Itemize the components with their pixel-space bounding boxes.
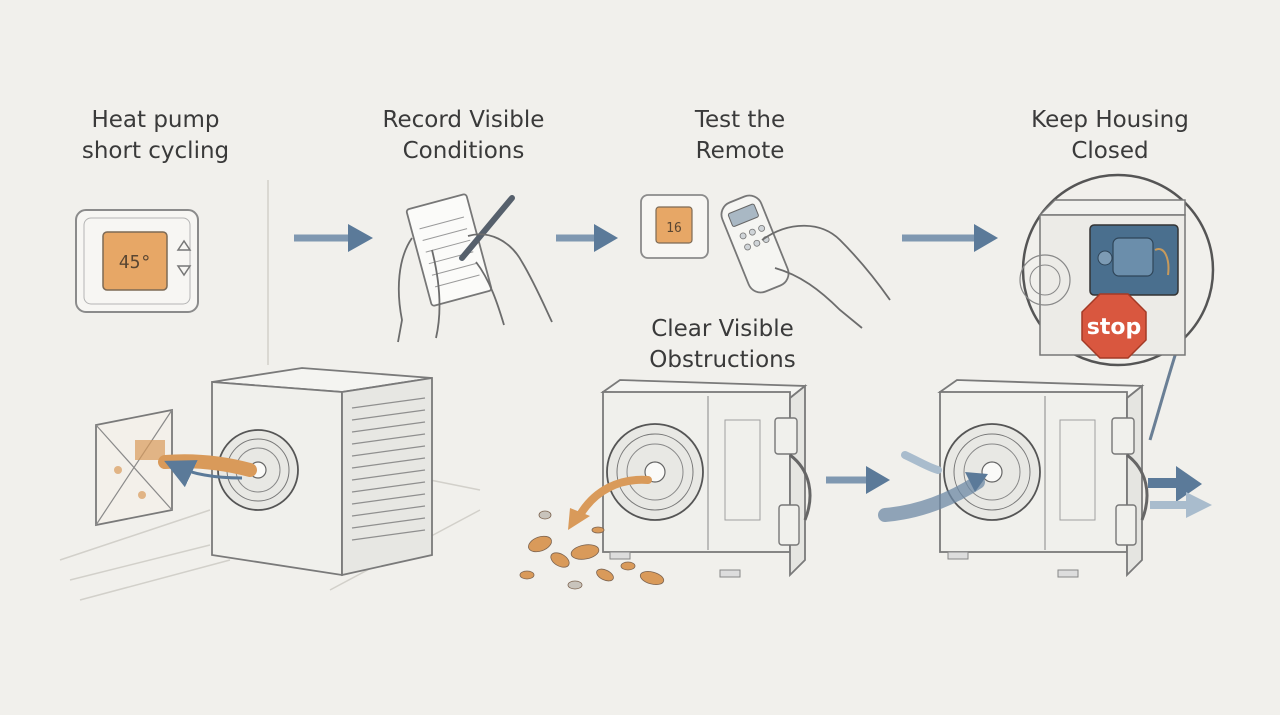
thermostat-icon — [75, 209, 199, 313]
pen-icon — [459, 195, 515, 261]
stop-sign-icon — [1081, 293, 1147, 359]
step-label-keep-closed-line1: Keep Housing — [1031, 107, 1189, 133]
outdoor-unit-right-icon — [937, 379, 1149, 578]
airflow-in-arrowhead — [965, 472, 988, 492]
step-label-heat-pump-line2: short cycling — [81, 138, 230, 164]
airflow-top-swoosh — [901, 451, 942, 474]
flow-arrow-1 — [294, 224, 373, 252]
airflow-orange-arrow-2 — [576, 475, 652, 519]
thermostat-small-icon — [640, 194, 709, 259]
compressor-icon — [1089, 224, 1179, 296]
hands-notepad — [397, 233, 553, 343]
airflow-out-arrowhead — [1176, 466, 1202, 502]
step-label-test-remote: Test the Remote — [675, 105, 805, 167]
flow-arrow-2 — [556, 224, 618, 252]
remote-icon — [720, 194, 790, 294]
notepad-icon — [405, 193, 493, 307]
step-label-heat-pump: Heat pump short cycling — [73, 105, 238, 167]
airflow-in-arrow — [878, 475, 985, 522]
step-label-record: Record Visible Conditions — [366, 105, 561, 167]
airflow-out-arrowhead-2 — [1186, 492, 1212, 518]
step-label-clear-obstructions: Clear Visible Obstructions — [630, 314, 815, 376]
hand-remote — [761, 224, 891, 329]
airflow-orange-arrowhead-2 — [568, 508, 590, 530]
airflow-blue-arrow-1 — [164, 460, 243, 488]
step-label-record-line1: Record Visible — [382, 107, 545, 133]
step-label-test-remote-line2: Remote — [695, 138, 785, 164]
step-label-record-line2: Conditions — [402, 138, 525, 164]
outdoor-unit-middle-icon — [600, 379, 812, 578]
wall-vent-icon — [95, 408, 173, 527]
step-label-keep-closed-line2: Closed — [1071, 138, 1149, 164]
step-label-clear-obstructions-line2: Obstructions — [649, 347, 796, 373]
outdoor-unit-icon — [211, 367, 433, 577]
leaves-icon — [519, 510, 665, 590]
stop-sign-text: stop — [1087, 315, 1141, 340]
thermostat-reading: 45° — [119, 252, 152, 273]
step-label-heat-pump-line1: Heat pump — [91, 107, 220, 133]
step-label-clear-obstructions-line1: Clear Visible — [651, 316, 794, 342]
flow-arrow-3 — [902, 224, 998, 252]
step-label-test-remote-line1: Test the — [694, 107, 786, 133]
flow-arrow-4 — [826, 466, 890, 494]
remote-thermostat-reading: 16 — [666, 221, 682, 236]
step-label-keep-closed: Keep Housing Closed — [1015, 105, 1205, 167]
